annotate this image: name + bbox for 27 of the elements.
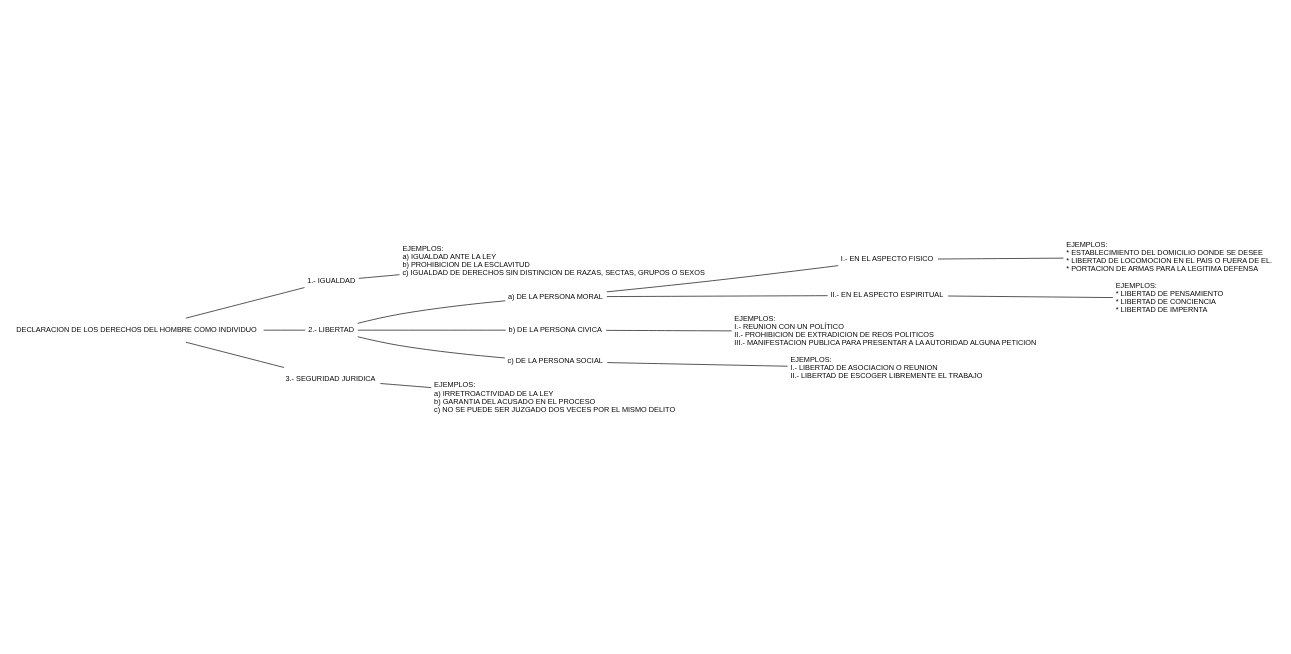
node-text: I.- EN EL ASPECTO FISICO (840, 253, 934, 263)
node-text: EJEMPLOS: * ESTABLECIMIENTO DEL DOMICILIO DONDE SE DESEE * LIBERTAD DE LOCOMOCION EN EL PAIS O FUERA DE EL. * PORTACION DE ARMAS PARA LA LEGITIMA DEFENSA (1066, 239, 1273, 273)
node-text: EJEMPLOS: a) IGUALDAD ANTE LA LEY b) PROHIBICION DE LA ESCLAVITUD c) IGUALDAD DE DERECHOS SIN DISTINCION DE RAZAS, SECTAS, GRUPOS O SEXOS (402, 243, 705, 277)
node-text: DECLARACION DE LOS DERECHOS DEL HOMBRE COMO INDIVIDUO (16, 324, 257, 334)
connector (606, 361, 788, 367)
connector (947, 295, 1114, 298)
node-text: 3.- SEGURIDAD JURIDICA (285, 373, 376, 383)
connector (357, 299, 506, 324)
node-text: EJEMPLOS: I.- REUNION CON UN POLÍTICO II.- PROHIBICION DE EXTRADICION DE REOS POLITICOS III.- MANIFESTACION PUBLICA PARA PRESENTAR A LA AUTORIDAD ALGUNA PETICION (734, 313, 1037, 347)
node-text: b) DE LA PERSONA CIVICA (508, 324, 602, 334)
connector (185, 286, 305, 318)
node-text: EJEMPLOS: * LIBERTAD DE PENSAMIENTO * LIBERTAD DE CONCIENCIA * LIBERTAD DE IMPERNTA (1115, 280, 1224, 314)
node-text: 2.- LIBERTAD (308, 324, 354, 334)
node-text: EJEMPLOS: I.- LIBERTAD DE ASOCIACION O REUNION II.- LIBERTAD DE ESCOGER LIBREMENTE EL TRABAJO (790, 354, 983, 380)
node-text: c) DE LA PERSONA SOCIAL (507, 355, 603, 365)
node-text: EJEMPLOS: a) IRRETROACTIVIDAD DE LA LEY b) GARANTIA DEL ACUSADO EN EL PROCESO c) NO SE PUEDE SER JUZGADO DOS VECES POR EL MISMO DELITO (434, 379, 676, 414)
connector (380, 382, 432, 388)
connector (606, 264, 839, 292)
connector (606, 294, 828, 297)
connector (357, 335, 506, 358)
node-text: 1.- IGUALDAD (307, 275, 356, 285)
connector (937, 257, 1064, 259)
node-text: a) DE LA PERSONA MORAL (507, 291, 603, 301)
node-text: II.- EN EL ASPECTO ESPIRITUAL (830, 289, 944, 299)
connector (185, 341, 285, 368)
connector (358, 273, 400, 279)
connector (605, 329, 732, 331)
